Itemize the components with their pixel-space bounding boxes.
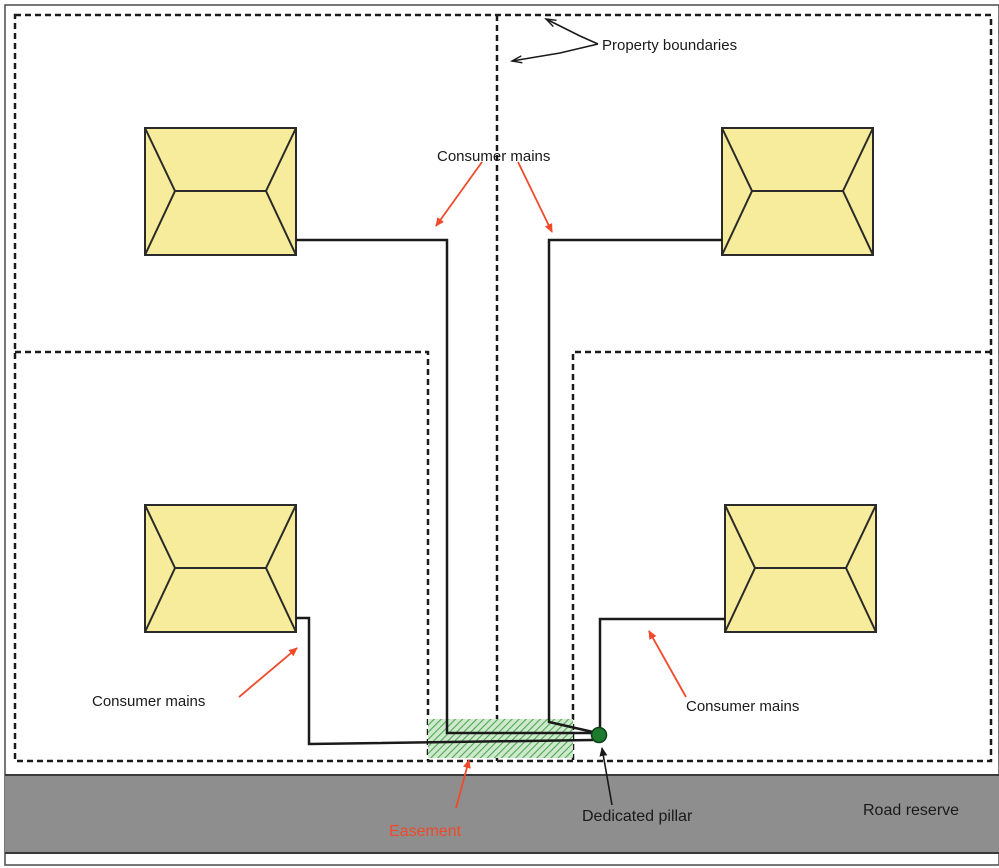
house-top-right [721, 127, 874, 256]
consumer-mains-arrows [238, 161, 687, 809]
property-boundaries-arrows [512, 19, 599, 61]
label-property-boundaries: Property boundaries [602, 37, 737, 54]
boundary-outer [13, 13, 993, 763]
property-boundaries [13, 13, 993, 763]
easement-area [428, 719, 573, 758]
label-consumer-mains-right: Consumer mains [686, 698, 799, 715]
road-reserve-area [5, 775, 999, 853]
consumer-mains-cables [296, 238, 725, 746]
dedicated-pillar-arrow [599, 747, 613, 806]
dedicated-pillar-marker [590, 726, 608, 744]
boundary-rear-right-lot [571, 350, 991, 761]
label-dedicated-pillar: Dedicated pillar [582, 808, 693, 825]
house-bottom-right [724, 504, 877, 633]
cable-bottom-left [296, 616, 594, 746]
cable-top-right [547, 238, 722, 734]
cable-bottom-right [598, 617, 725, 733]
outer-frame [4, 4, 999, 866]
label-road-reserve: Road reserve [863, 802, 959, 819]
label-consumer-mains-top: Consumer mains [437, 148, 550, 165]
label-consumer-mains-left: Consumer mains [92, 693, 205, 710]
house-top-left [144, 127, 297, 256]
house-bottom-left [144, 504, 297, 633]
cable-top-left [296, 238, 593, 735]
boundary-rear-left-lot [15, 350, 430, 761]
label-easement: Easement [389, 823, 462, 840]
